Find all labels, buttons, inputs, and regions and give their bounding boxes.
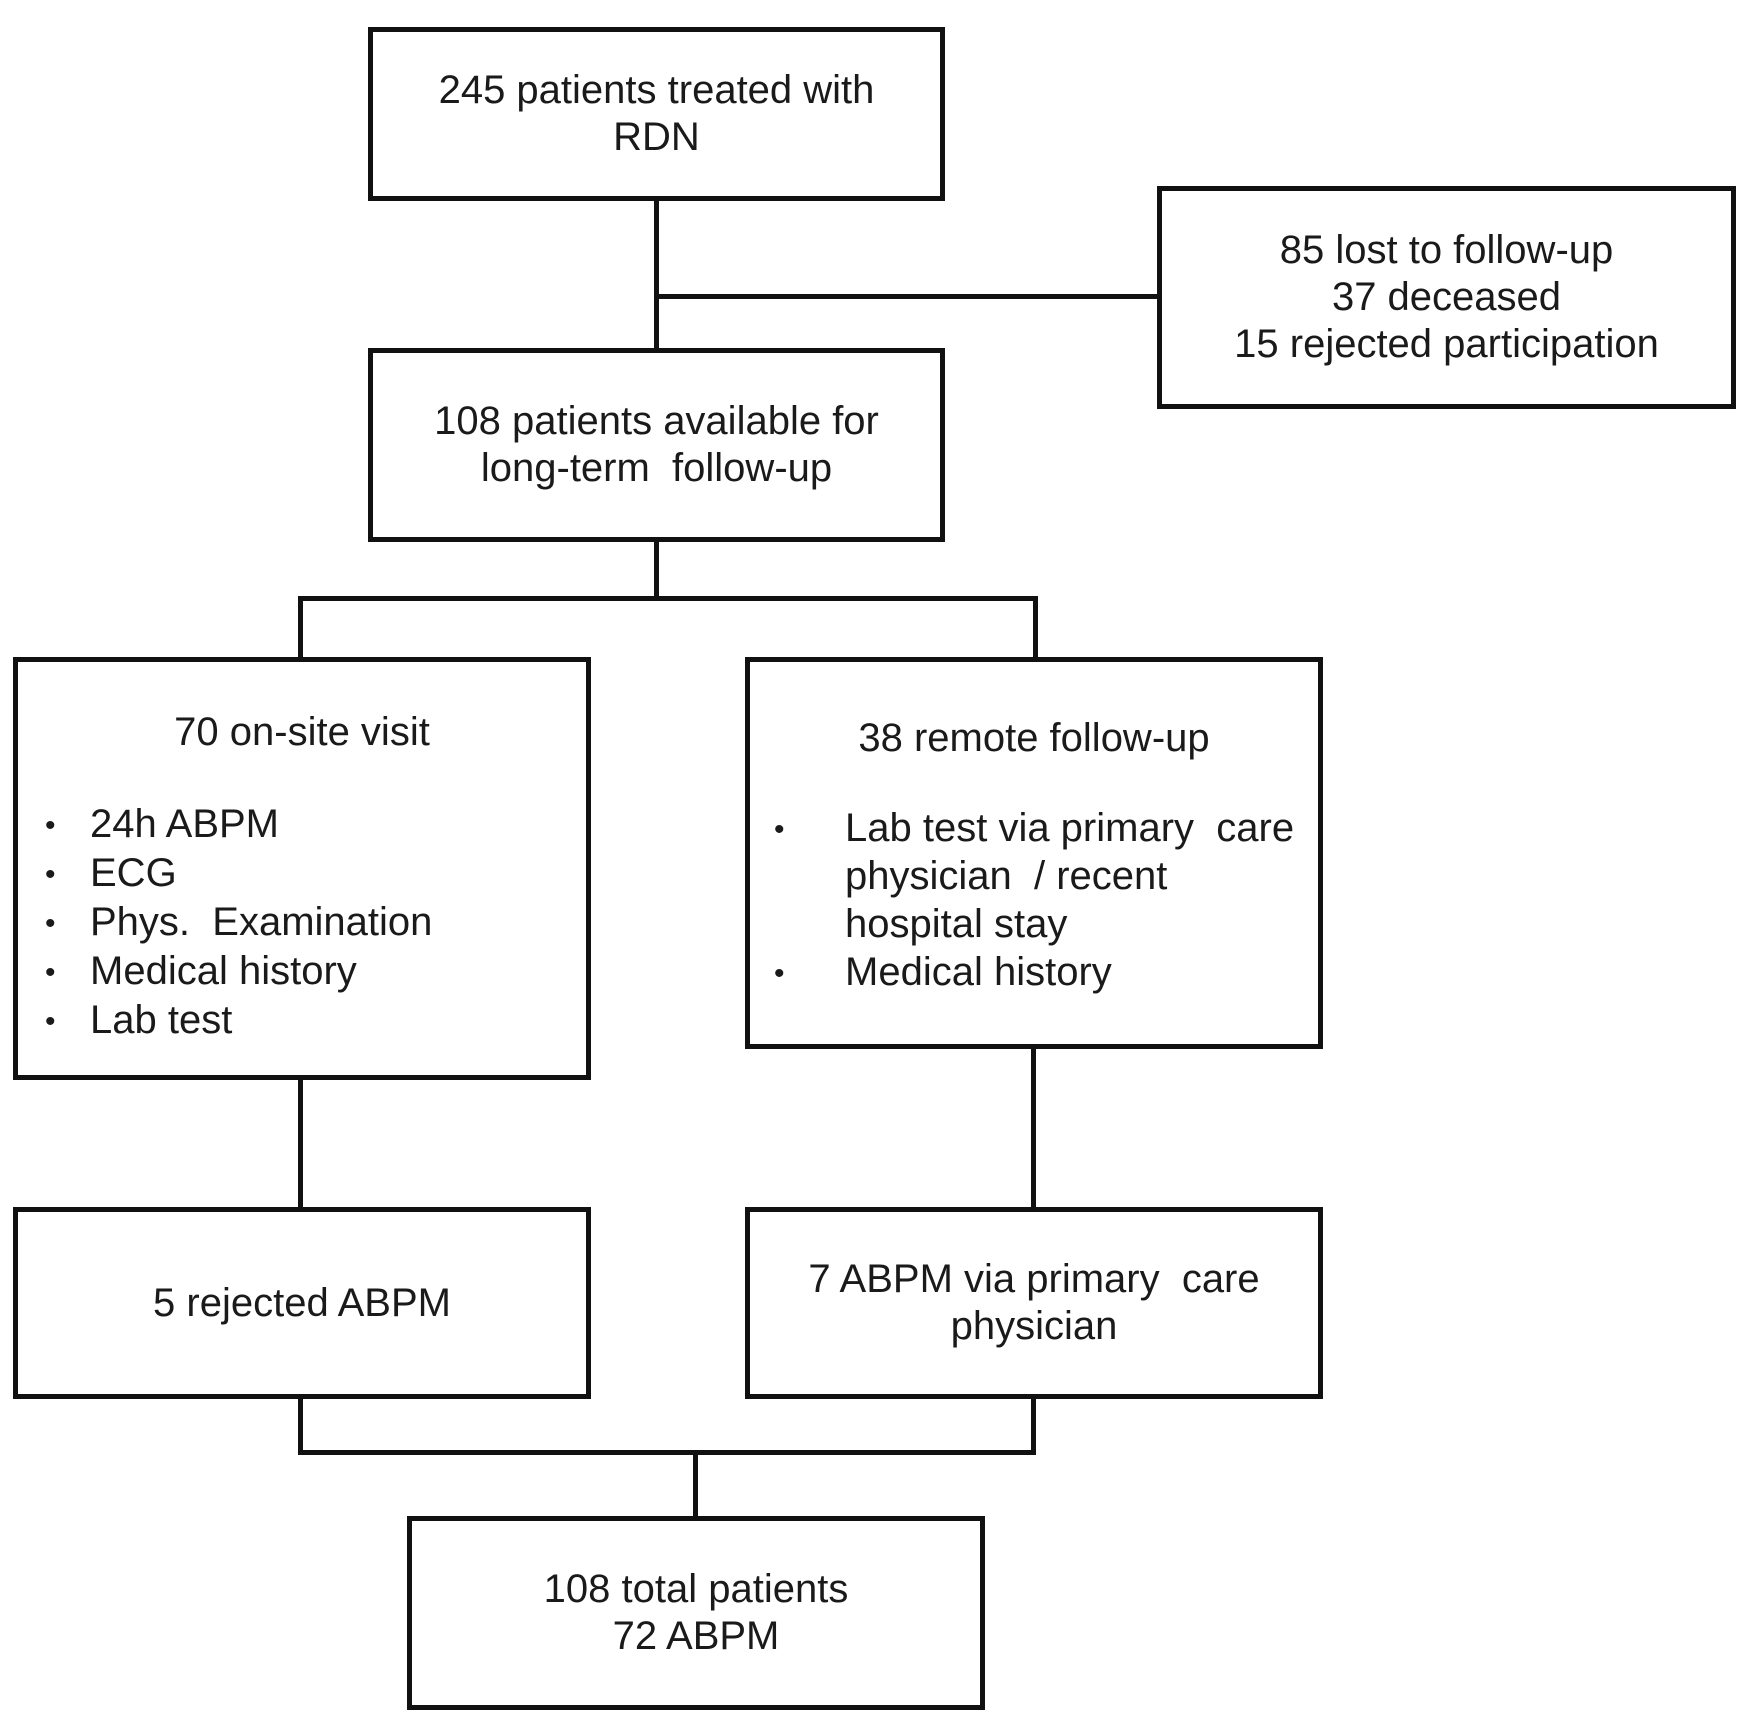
available-line-1: 108 patients available for xyxy=(434,399,879,443)
excluded-rejected-text: 15 rejected participation xyxy=(1234,322,1659,366)
bullet-icon: • xyxy=(45,956,56,989)
connector-split-horizontal xyxy=(298,596,1038,601)
available-line-2: long-term follow-up xyxy=(480,446,833,490)
remote-item-lab-line-2: physician / recent xyxy=(845,854,1168,898)
bullet-icon: • xyxy=(774,957,785,990)
list-item: • Lab test xyxy=(18,996,578,1045)
onsite-item-exam: Phys. Examination xyxy=(90,900,433,944)
connector-abpm-down xyxy=(1031,1395,1036,1455)
remote-item-lab-line-1: Lab test via primary care xyxy=(845,806,1295,850)
onsite-item-ecg: ECG xyxy=(90,851,177,895)
remote-list: • Lab test via primary care physician / … xyxy=(750,804,1310,997)
total-abpm-text: 72 ABPM xyxy=(612,1614,780,1658)
onsite-list: • 24h ABPM • ECG • Phys. Examination • M… xyxy=(18,800,578,1045)
connector-rejected-down xyxy=(298,1395,303,1455)
treated-box: 245 patients treated with RDN xyxy=(368,27,945,201)
remote-item-history: Medical history xyxy=(845,950,1112,994)
rejected-abpm-text: 5 rejected ABPM xyxy=(153,1280,451,1325)
available-box: 108 patients available for long-term fol… xyxy=(368,348,945,542)
onsite-item-abpm: 24h ABPM xyxy=(90,802,280,846)
abpm-primary-line-2: physician xyxy=(950,1304,1118,1348)
list-item: • Lab test via primary care physician / … xyxy=(750,804,1310,948)
excluded-lost-text: 85 lost to follow-up xyxy=(1279,228,1614,272)
connector-merge-to-total xyxy=(693,1450,698,1516)
bullet-icon: • xyxy=(45,1005,56,1038)
treated-line-1: 245 patients treated with xyxy=(438,68,875,112)
connector-available-down xyxy=(654,538,659,600)
list-item: • Medical history xyxy=(18,947,578,996)
onsite-item-lab: Lab test xyxy=(90,998,233,1042)
excluded-box: 85 lost to follow-up 37 deceased 15 reje… xyxy=(1157,186,1736,409)
bullet-icon: • xyxy=(45,907,56,940)
bullet-icon: • xyxy=(45,858,56,891)
onsite-title: 70 on-site visit xyxy=(174,710,430,754)
connector-remote-to-abpm xyxy=(1031,1045,1036,1207)
connector-onsite-to-rejected xyxy=(298,1076,303,1207)
total-box: 108 total patients 72 ABPM xyxy=(407,1516,985,1710)
list-item: • ECG xyxy=(18,849,578,898)
onsite-box: 70 on-site visit • 24h ABPM • ECG • Phys… xyxy=(13,657,591,1080)
bullet-icon: • xyxy=(774,813,785,846)
total-patients-text: 108 total patients xyxy=(543,1567,849,1611)
connector-merge-horizontal xyxy=(298,1450,1036,1455)
list-item: • Phys. Examination xyxy=(18,898,578,947)
connector-treated-to-available xyxy=(654,197,659,350)
remote-item-lab-line-3: hospital stay xyxy=(845,902,1068,946)
treated-line-2: RDN xyxy=(613,115,700,159)
connector-to-excluded xyxy=(659,294,1157,299)
remote-box: 38 remote follow-up • Lab test via prima… xyxy=(745,657,1323,1049)
bullet-icon: • xyxy=(45,809,56,842)
abpm-primary-line-1: 7 ABPM via primary care xyxy=(808,1257,1260,1301)
onsite-item-history: Medical history xyxy=(90,949,357,993)
excluded-deceased-text: 37 deceased xyxy=(1331,275,1562,319)
list-item: • Medical history xyxy=(750,948,1310,997)
list-item: • 24h ABPM xyxy=(18,800,578,849)
abpm-primary-care-box: 7 ABPM via primary care physician xyxy=(745,1207,1323,1399)
connector-split-left xyxy=(298,596,303,657)
connector-split-right xyxy=(1033,596,1038,657)
remote-title: 38 remote follow-up xyxy=(858,716,1210,760)
rejected-abpm-box: 5 rejected ABPM xyxy=(13,1207,591,1399)
